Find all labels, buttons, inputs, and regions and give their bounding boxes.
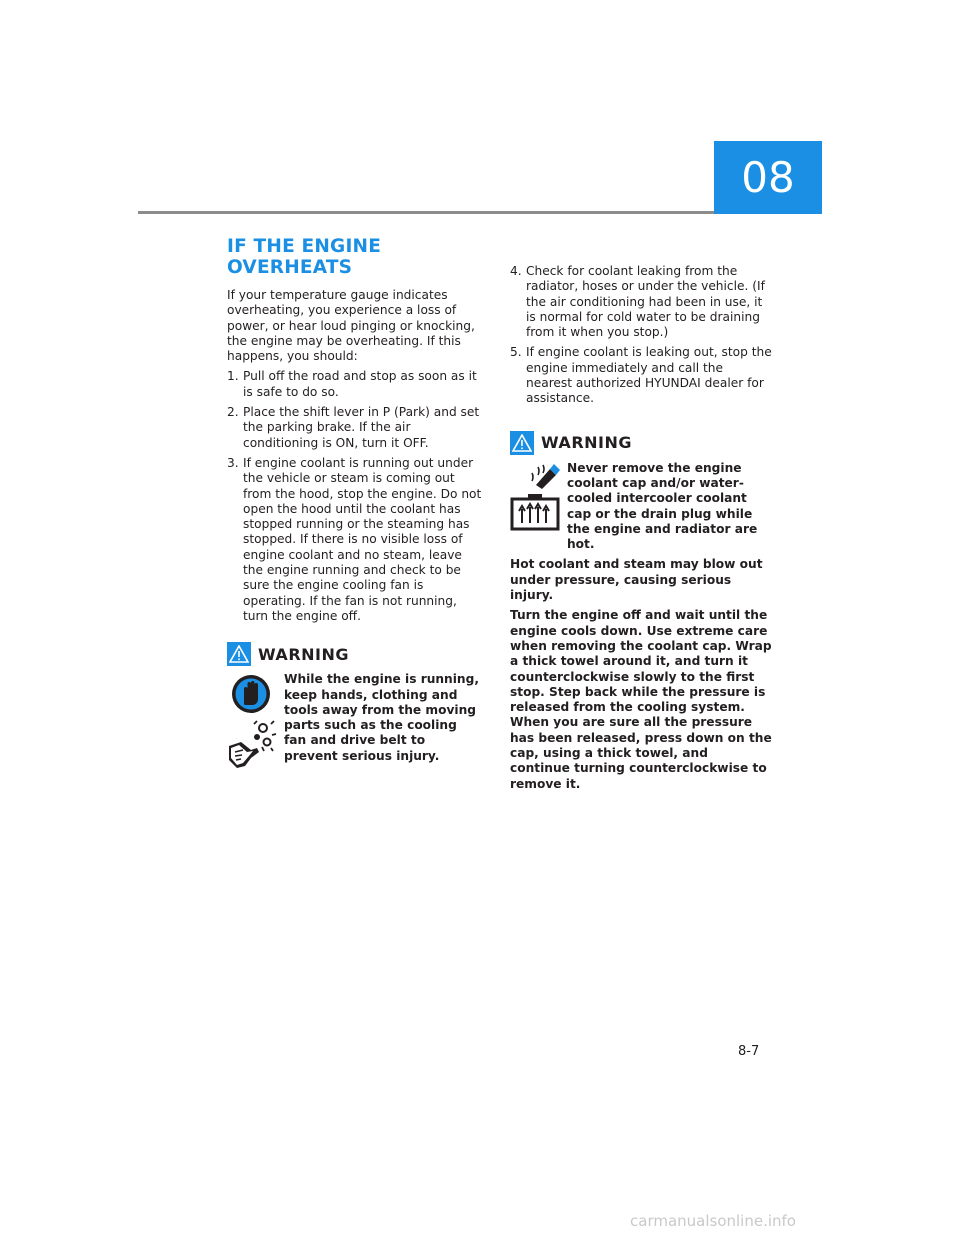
step-text: Place the shift lever in P (Park) and se…: [243, 405, 480, 450]
warning-triangle-icon: [227, 642, 251, 667]
step-number: 1.: [227, 369, 239, 384]
hot-steam-cap-icon: [510, 463, 562, 493]
stop-hand-icon: [227, 675, 279, 720]
step-item: 4. Check for coolant leaking from the rad…: [510, 264, 772, 340]
warning-body-right: Never remove the engine coolant cap and/…: [510, 461, 772, 553]
header-rule: [138, 211, 714, 214]
warning-label: WARNING: [541, 433, 632, 453]
warning-label: WARNING: [258, 644, 349, 664]
step-number: 2.: [227, 405, 239, 420]
warning-paragraph: Turn the engine off and wait until the e…: [510, 608, 772, 791]
warning-header-left: WARNING: [227, 642, 483, 667]
hot-radiator-icon: [510, 493, 562, 537]
left-column: IF THE ENGINE OVERHEATS If your temperat…: [227, 236, 483, 769]
step-text: If engine coolant is running out under t…: [243, 455, 482, 623]
step-text: If engine coolant is leaking out, stop t…: [526, 345, 772, 406]
warning-text-left: While the engine is running, keep hands,…: [284, 672, 479, 763]
warning-body-left: While the engine is running, keep hands,…: [227, 672, 483, 769]
watermark: carmanualsonline.info: [630, 1212, 796, 1230]
right-column: 4. Check for coolant leaking from the rad…: [510, 264, 772, 792]
warning-text-right: Never remove the engine coolant cap and/…: [567, 460, 758, 552]
step-item: 1. Pull off the road and stop as soon as …: [227, 369, 483, 400]
warning-icons-right: [510, 461, 562, 537]
step-number: 4.: [510, 264, 522, 278]
step-item: 3. If engine coolant is running out under…: [227, 456, 483, 624]
step-list-right: 4. Check for coolant leaking from the rad…: [510, 264, 772, 407]
warning-paragraph: Hot coolant and steam may blow out under…: [510, 557, 763, 603]
intro-paragraph: If your temperature gauge indicates over…: [227, 288, 475, 364]
warning-triangle-icon: [510, 430, 534, 455]
page-number: 8-7: [738, 1044, 760, 1059]
warning-icons-left: [227, 672, 279, 776]
chapter-tab: 08: [714, 141, 822, 214]
step-number: 5.: [510, 345, 522, 360]
step-item: 2. Place the shift lever in P (Park) and …: [227, 405, 483, 451]
step-item: 5. If engine coolant is leaking out, stop…: [510, 345, 772, 406]
step-list-left: 1. Pull off the road and stop as soon as …: [227, 369, 483, 624]
step-number: 3.: [227, 455, 239, 470]
step-text: Check for coolant leaking from the radia…: [526, 264, 765, 340]
fan-belt-hand-icon: [227, 720, 279, 776]
step-text: Pull off the road and stop as soon as it…: [243, 369, 477, 399]
warning-header-right: WARNING: [510, 430, 772, 455]
section-title: IF THE ENGINE OVERHEATS: [227, 236, 382, 278]
